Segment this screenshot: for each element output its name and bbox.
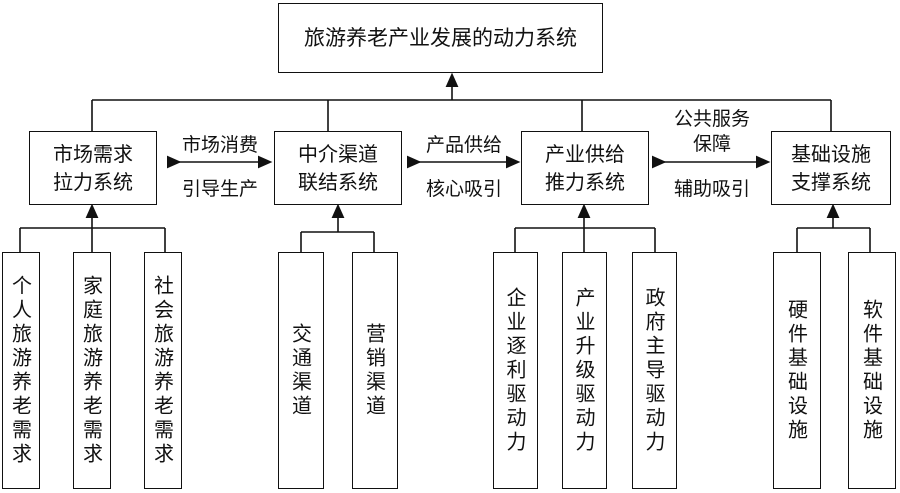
- leaf-box: 交通渠道: [278, 252, 324, 489]
- subsystem-infrastructure: 基础设施 支撑系统: [771, 131, 891, 205]
- subsystem-label-line1: 产业供给: [545, 142, 625, 166]
- subsystem-supply: 产业供给 推力系统: [521, 131, 649, 205]
- subsystem-channel: 中介渠道 联结系统: [274, 131, 402, 205]
- relation-label-bottom: 辅助吸引: [673, 178, 750, 200]
- leaf-box: 社会旅游养老需求: [144, 252, 182, 489]
- leaf-label: 家庭旅游养老需求: [79, 274, 104, 467]
- leaf-label: 个人旅游养老需求: [8, 274, 33, 467]
- subsystem-label-line1: 基础设施: [791, 142, 871, 166]
- subsystem-label-line1: 中介渠道: [298, 142, 378, 166]
- leaf-box: 营销渠道: [352, 252, 398, 489]
- relation-label-top: 市场消费: [181, 134, 258, 156]
- leaf-label: 企业逐利驱动力: [503, 286, 527, 455]
- leaf-box: 政府主导驱动力: [632, 252, 677, 489]
- subsystem-label-line2: 支撑系统: [791, 170, 871, 194]
- leaf-label: 产业升级驱动力: [572, 286, 596, 455]
- subsystem-label-line2: 推力系统: [545, 170, 625, 194]
- leaf-label: 社会旅游养老需求: [150, 274, 175, 467]
- leaf-label: 营销渠道: [362, 322, 387, 419]
- subsystem-label-line2: 拉力系统: [53, 170, 133, 194]
- subsystem-label-line2: 联结系统: [298, 170, 378, 194]
- subsystem-label-line1: 市场需求: [53, 142, 133, 166]
- root-title: 旅游养老产业发展的动力系统: [304, 26, 577, 50]
- relation-label-top: 产品供给: [425, 134, 502, 156]
- leaf-box: 软件基础设施: [848, 252, 896, 489]
- root-node: 旅游养老产业发展的动力系统: [278, 3, 603, 73]
- subsystem-market: 市场需求 拉力系统: [29, 131, 157, 205]
- leaf-box: 个人旅游养老需求: [2, 252, 40, 489]
- relation-label-bottom: 核心吸引: [425, 178, 502, 200]
- leaf-box: 家庭旅游养老需求: [73, 252, 111, 489]
- leaf-box: 硬件基础设施: [773, 252, 821, 489]
- leaf-box: 产业升级驱动力: [562, 252, 607, 489]
- relation-label-top: 公共服务: [673, 108, 750, 130]
- leaf-label: 硬件基础设施: [784, 298, 809, 443]
- relation-label-bottom: 引导生产: [181, 178, 258, 200]
- leaf-label: 政府主导驱动力: [642, 286, 666, 455]
- leaf-label: 软件基础设施: [859, 298, 884, 443]
- leaf-box: 企业逐利驱动力: [493, 252, 538, 489]
- leaf-label: 交通渠道: [288, 322, 313, 419]
- relation-label-top2: 保障: [692, 133, 731, 155]
